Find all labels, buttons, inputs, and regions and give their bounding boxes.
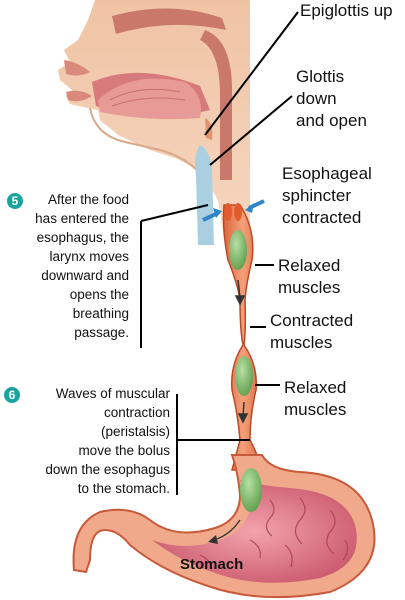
label-glottis: Glottis down and open <box>296 67 367 130</box>
sphincter-right <box>234 203 242 221</box>
step-5-badge: 5 <box>7 193 23 209</box>
step-6-text: Waves of muscular contraction (peristals… <box>45 386 170 496</box>
sphincter-left <box>224 203 232 221</box>
nasal-cavity <box>112 8 226 34</box>
bolus-stomach <box>240 468 262 512</box>
pharynx <box>200 30 232 180</box>
sphincter-arrow-left <box>202 208 222 222</box>
head-profile <box>58 0 250 245</box>
label-stomach: Stomach <box>180 556 244 573</box>
tongue <box>98 78 201 120</box>
label-esophageal-sphincter: Esophageal sphincter contracted <box>282 164 372 227</box>
label-relaxed-muscles-bottom: Relaxed muscles <box>284 378 347 419</box>
leader-step5 <box>140 204 209 222</box>
leader-glottis <box>209 95 293 166</box>
label-contracted-muscles: Contracted muscles <box>270 311 354 352</box>
bolus-direction-arrows <box>234 279 249 424</box>
sphincter-arrow-right <box>245 199 265 213</box>
leader-lines <box>140 11 299 495</box>
bolus-top <box>229 230 247 270</box>
larynx <box>195 145 214 245</box>
stomach <box>72 454 376 599</box>
label-epiglottis: Epiglottis up <box>300 1 393 20</box>
leader-epiglottis <box>204 11 299 136</box>
bolus-middle <box>235 356 253 396</box>
label-relaxed-muscles-top: Relaxed muscles <box>278 256 341 297</box>
step-5-text: After the food has entered the esophagus… <box>35 192 129 340</box>
step-6-badge: 6 <box>4 387 20 403</box>
